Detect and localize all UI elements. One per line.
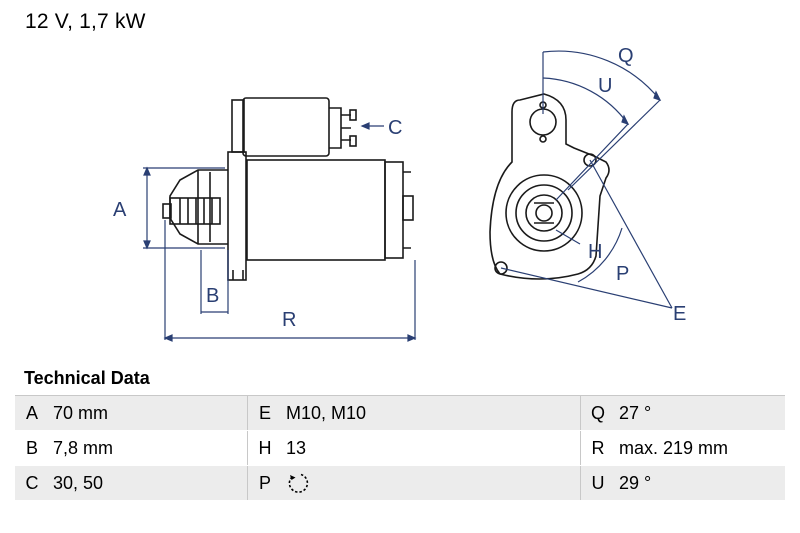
label-U: U — [598, 75, 612, 97]
spec-value: 29 ° — [615, 465, 785, 501]
label-H: H — [588, 241, 602, 263]
technical-data-title: Technical Data — [24, 368, 150, 388]
drawing-labels: A B C R Q U H P E — [113, 45, 686, 331]
label-E: E — [673, 303, 686, 325]
spec-key: Q — [580, 395, 615, 431]
front-view-dimensions — [500, 50, 673, 309]
spec-value: 13 — [282, 430, 581, 466]
label-R: R — [282, 309, 296, 331]
label-B: B — [206, 285, 219, 307]
spec-key: U — [580, 465, 615, 501]
spec-key: H — [247, 430, 282, 466]
spec-key: C — [15, 465, 49, 501]
spec-value-rotation — [282, 465, 581, 501]
spec-key: P — [247, 465, 282, 501]
side-view-dimensions — [143, 122, 417, 342]
product-heading: 12 V, 1,7 kW — [25, 10, 146, 33]
spec-value: M10, M10 — [282, 395, 581, 431]
spec-key: A — [15, 395, 49, 431]
spec-key: R — [580, 430, 615, 466]
label-P: P — [616, 263, 629, 285]
spec-key: E — [247, 395, 282, 431]
label-C: C — [388, 117, 402, 139]
spec-value: max. 219 mm — [615, 430, 785, 466]
rotation-counterclockwise-icon — [288, 473, 309, 493]
table-row: C 30, 50 P U 29 ° — [15, 465, 785, 501]
side-view — [162, 97, 414, 281]
table-row: A 70 mm E M10, M10 Q 27 ° — [15, 395, 785, 431]
spec-value: 70 mm — [49, 395, 248, 431]
label-A: A — [113, 199, 127, 221]
table-row: B 7,8 mm H 13 R max. 219 mm — [15, 430, 785, 466]
spec-value: 7,8 mm — [49, 430, 248, 466]
spec-value: 27 ° — [615, 395, 785, 431]
spec-value: 30, 50 — [49, 465, 248, 501]
spec-key: B — [15, 430, 49, 466]
label-Q: Q — [618, 45, 634, 67]
starter-motor-drawing: A B C R Q U H P E — [113, 45, 686, 342]
technical-data-table: A 70 mm E M10, M10 Q 27 ° B 7,8 mm H 13 … — [15, 395, 785, 501]
